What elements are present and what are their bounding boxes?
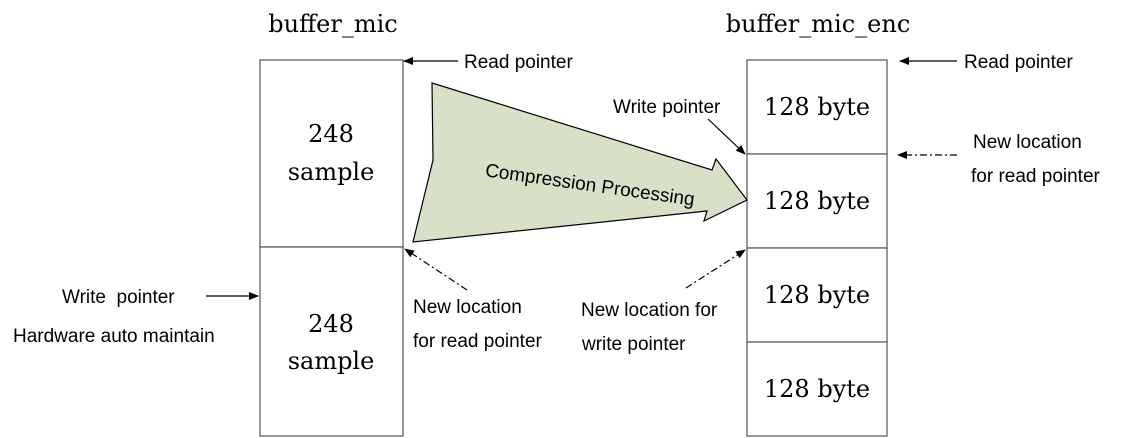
right-read-pointer-label: Read pointer [964, 52, 1073, 73]
block2-unit: sample [288, 347, 375, 375]
enc-block-3 [746, 247, 888, 343]
enc-block-1 [746, 59, 888, 155]
buffer-mic-block-1 [259, 59, 404, 248]
enc-block-2 [746, 153, 888, 249]
left-new-read-label-1: New location [413, 297, 522, 318]
enc-block-4 [746, 341, 888, 437]
buffer-mic-enc-title: buffer_mic_enc [726, 10, 911, 38]
write-pointer-arrow [707, 118, 746, 155]
enc-block-2-label: 128 byte [764, 187, 870, 215]
enc-block-4-label: 128 byte [764, 375, 870, 403]
block2-count: 248 [308, 310, 354, 338]
right-new-write-arrow [685, 249, 746, 289]
right-new-read-label-1: New location [973, 132, 1082, 153]
block1-count: 248 [308, 120, 354, 148]
hw-maintain-label: Hardware auto maintain [13, 326, 215, 347]
left-new-read-arrow [404, 248, 468, 291]
compression-arrow [412, 82, 748, 243]
right-new-read-label-2: for read pointer [971, 166, 1101, 187]
buffer-mic-title: buffer_mic [268, 10, 397, 38]
left-new-read-label-2: for read pointer [413, 331, 543, 352]
enc-block-3-label: 128 byte [764, 281, 870, 309]
block1-unit: sample [288, 158, 375, 186]
enc-block-1-label: 128 byte [764, 93, 870, 121]
buffer-mic-block-2 [259, 246, 404, 437]
hw-write-pointer-label: Write pointer [62, 287, 175, 308]
left-read-pointer-label: Read pointer [464, 52, 573, 73]
right-new-write-label-2: write pointer [581, 334, 686, 355]
right-new-write-label-1: New location for [581, 300, 718, 321]
write-pointer-label: Write pointer [613, 97, 721, 118]
